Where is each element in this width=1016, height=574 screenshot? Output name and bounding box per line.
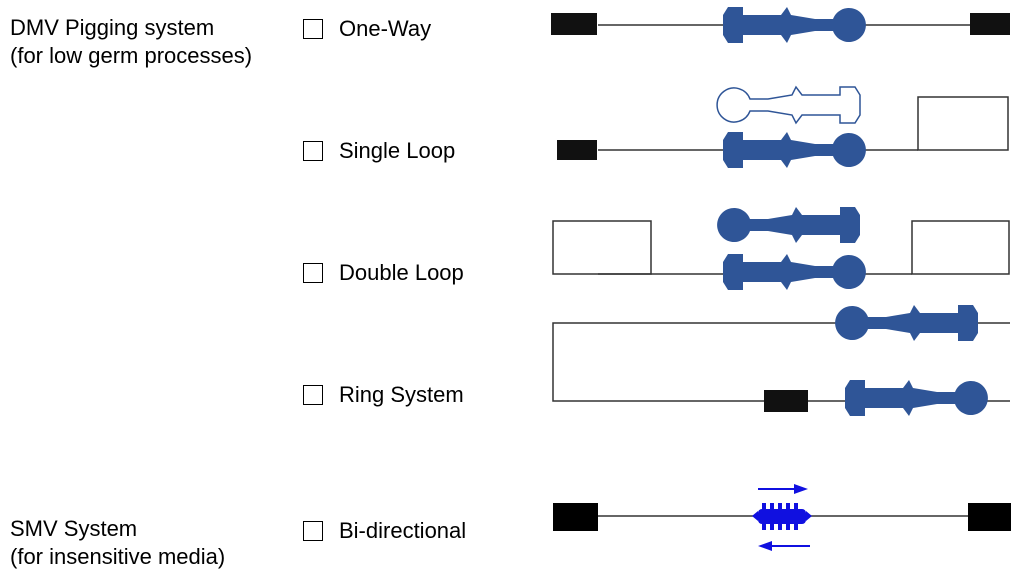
- pig-icon: [845, 380, 988, 416]
- bi-directional-diagram: [553, 484, 1011, 551]
- station-block: [553, 503, 598, 531]
- option-one-way[interactable]: One-Way: [303, 16, 431, 42]
- one-way-label: One-Way: [339, 16, 432, 41]
- station-block: [557, 140, 597, 160]
- option-ring-system[interactable]: Ring System: [303, 382, 464, 408]
- ring-system-checkbox[interactable]: [303, 385, 323, 405]
- ring-pipeline: [552, 322, 1010, 402]
- station-block: [968, 503, 1011, 531]
- smv-group-label: SMV System (for insensitive media): [10, 515, 225, 571]
- double-loop-diagram: [552, 207, 1010, 290]
- station-block: [764, 390, 808, 412]
- one-way-diagram: [551, 7, 1010, 43]
- pig-icon: [835, 305, 978, 341]
- double-loop-checkbox[interactable]: [303, 263, 323, 283]
- loop-box: [911, 220, 1010, 275]
- dmv-group-subtitle: (for low germ processes): [10, 43, 253, 68]
- station-block: [551, 13, 597, 35]
- option-bi-directional[interactable]: Bi-directional: [303, 518, 466, 544]
- arrow-right-icon: [794, 484, 808, 494]
- pig-icon: [723, 254, 866, 290]
- loop-box: [552, 220, 652, 275]
- option-single-loop[interactable]: Single Loop: [303, 138, 455, 164]
- single-loop-diagram: [557, 85, 1009, 168]
- pig-icon: [723, 132, 866, 168]
- ghost-pig-icon: [716, 85, 861, 125]
- bi-directional-checkbox[interactable]: [303, 521, 323, 541]
- smv-group-subtitle: (for insensitive media): [10, 544, 226, 569]
- bi-directional-label: Bi-directional: [339, 518, 467, 543]
- dmv-group-label: DMV Pigging system (for low germ process…: [10, 14, 252, 70]
- ring-system-label: Ring System: [339, 382, 464, 407]
- station-block: [970, 13, 1010, 35]
- single-loop-label: Single Loop: [339, 138, 456, 163]
- loop-box: [917, 96, 1009, 151]
- double-loop-label: Double Loop: [339, 260, 464, 285]
- direction-arrows: [758, 484, 810, 551]
- pig-icon: [723, 7, 866, 43]
- pig-icon: [717, 207, 860, 243]
- option-double-loop[interactable]: Double Loop: [303, 260, 464, 286]
- dmv-group-title: DMV Pigging system: [10, 15, 215, 40]
- single-loop-checkbox[interactable]: [303, 141, 323, 161]
- smv-pig-icon: [752, 503, 812, 530]
- one-way-checkbox[interactable]: [303, 19, 323, 39]
- ring-system-diagram: [552, 305, 1010, 416]
- arrow-left-icon: [758, 541, 772, 551]
- smv-group-title: SMV System: [10, 516, 138, 541]
